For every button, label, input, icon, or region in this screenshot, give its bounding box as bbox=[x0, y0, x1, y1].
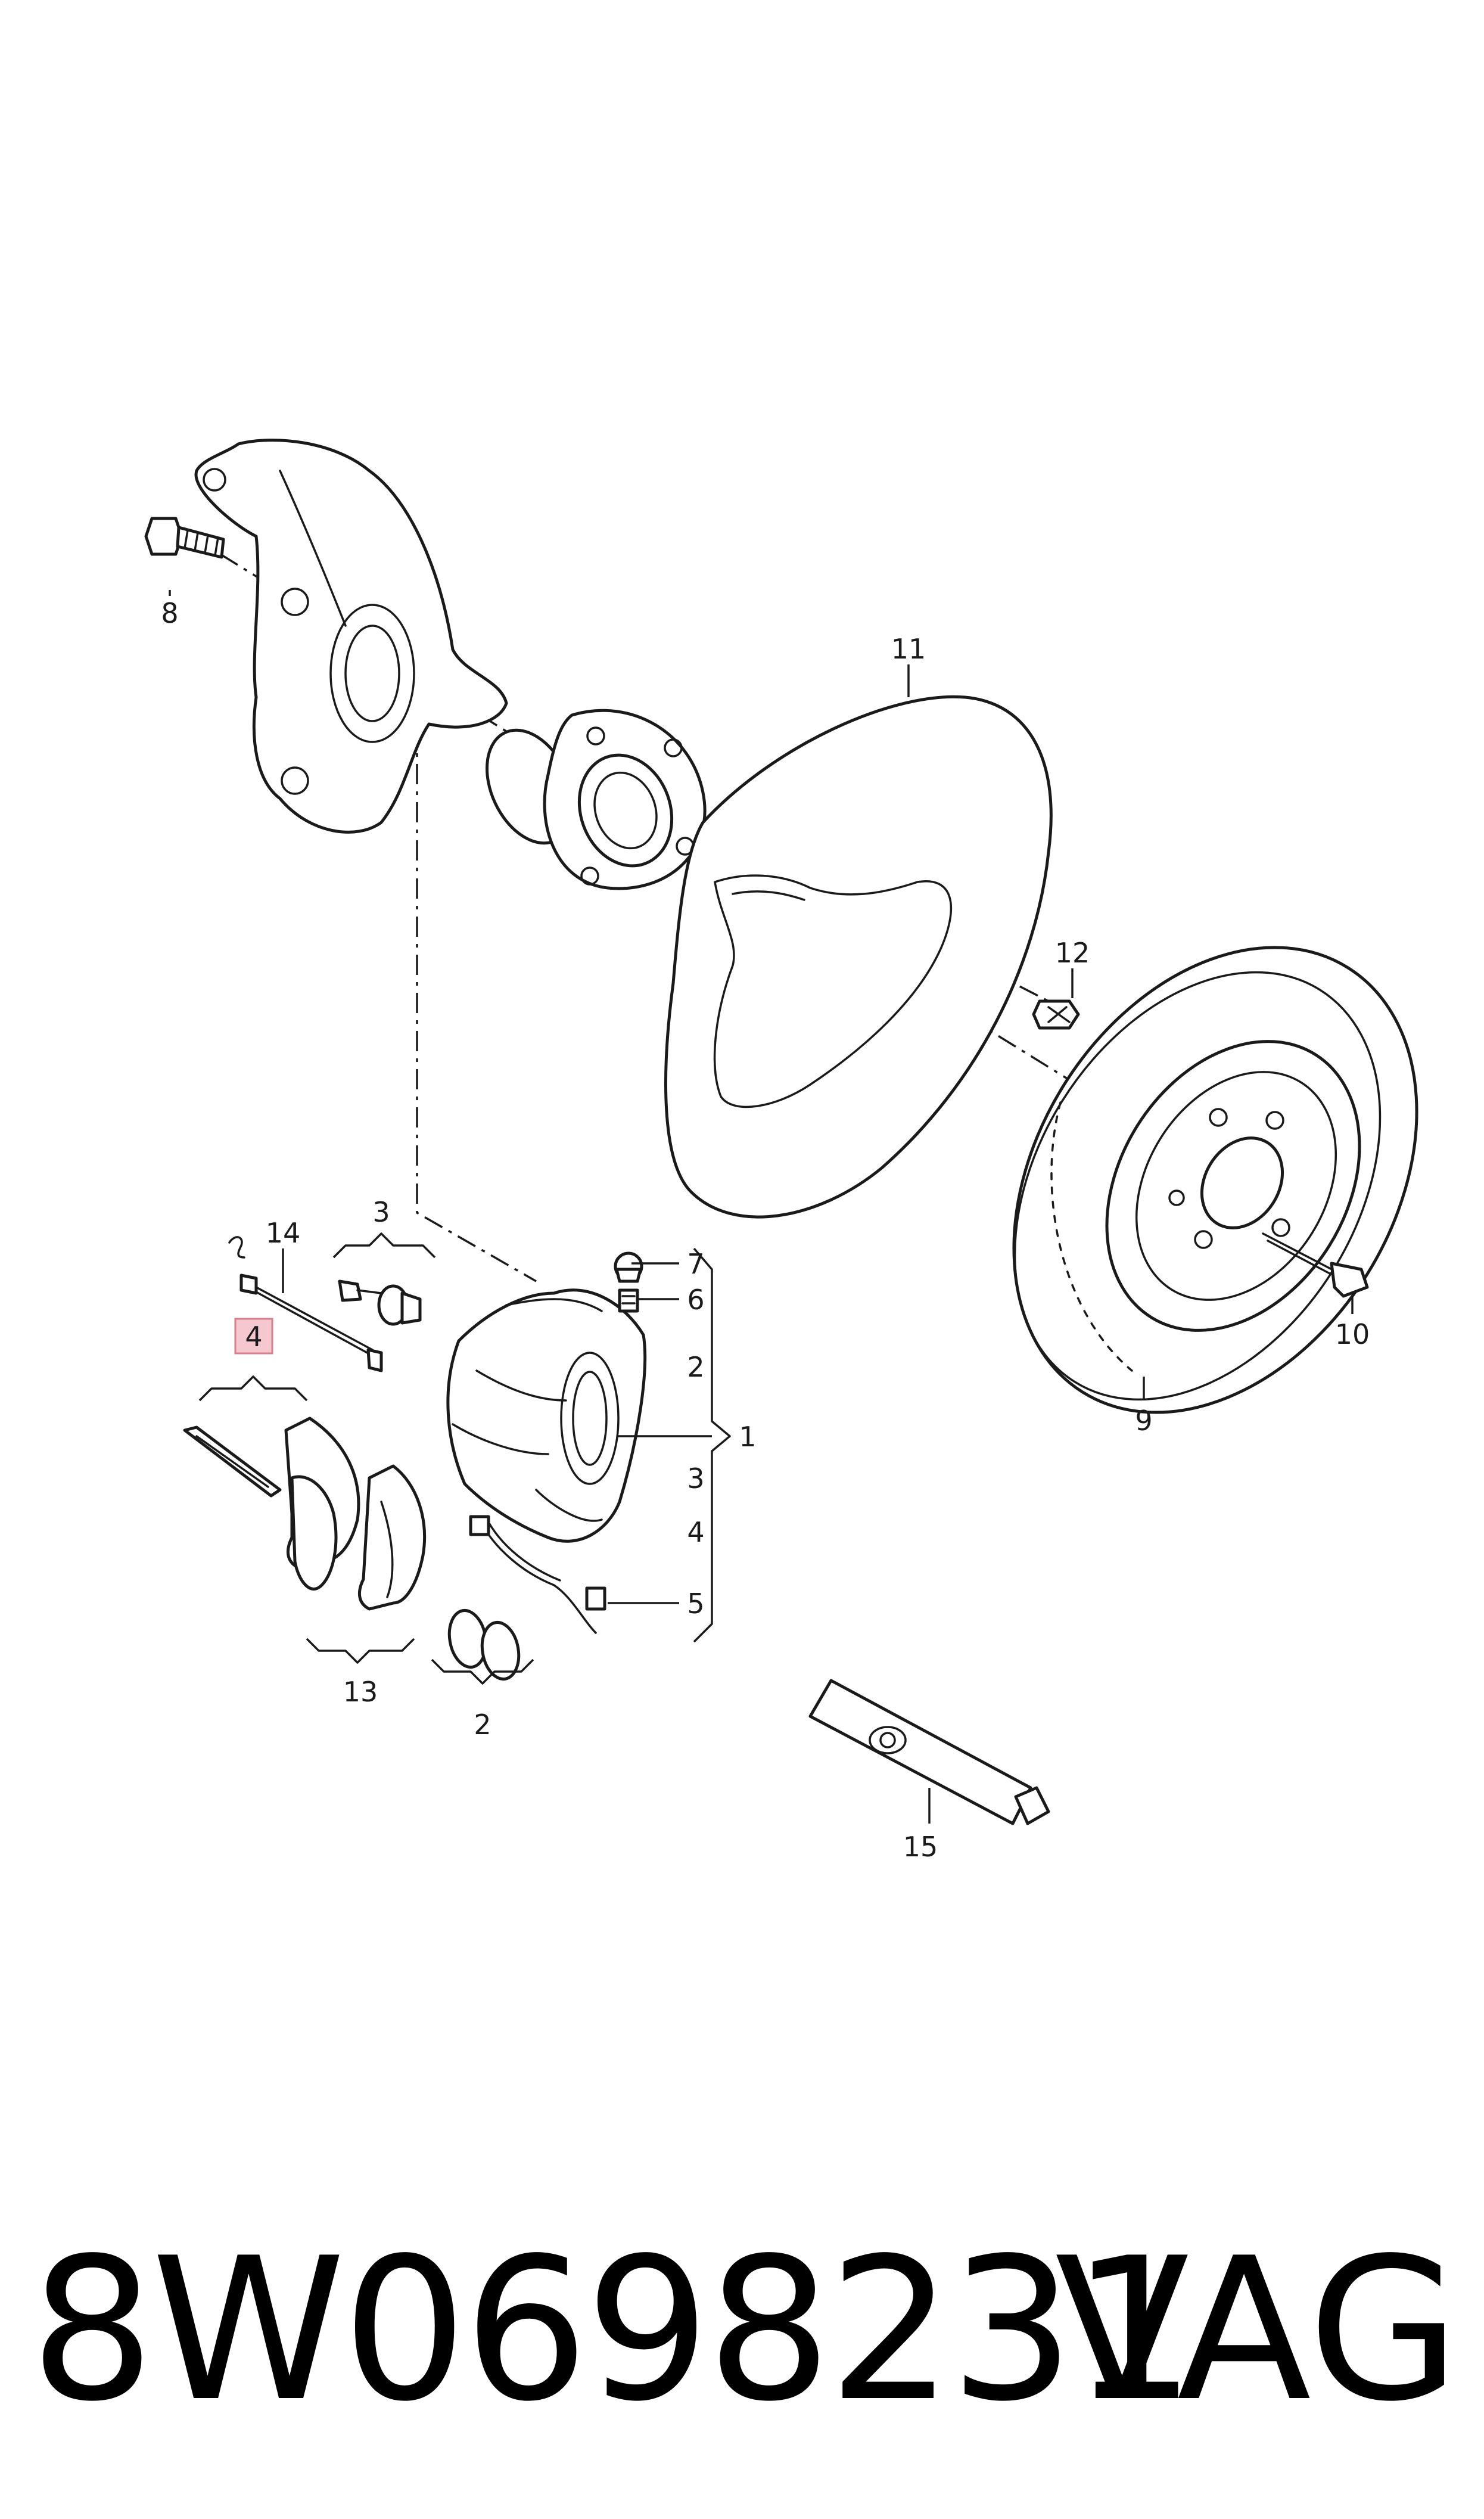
part-number: 8W0698231 bbox=[30, 2216, 1196, 2445]
brake-disc-9 bbox=[1012, 946, 1418, 1414]
screw-10 bbox=[1262, 1232, 1369, 1298]
highlight-box-4 bbox=[234, 1318, 273, 1355]
label-13: 13 bbox=[343, 1676, 378, 1708]
brake-hose bbox=[469, 1515, 606, 1634]
wheel-hub bbox=[485, 709, 707, 890]
steering-knuckle bbox=[194, 439, 508, 834]
footer: 8W0698231 VAG bbox=[0, 2205, 1484, 2455]
label-2-right: 2 bbox=[687, 1351, 704, 1383]
seal-rings-2 bbox=[447, 1608, 521, 1681]
label-10: 10 bbox=[1335, 1318, 1370, 1350]
label-4-highlighted: 4 bbox=[245, 1321, 262, 1353]
leader-lines bbox=[169, 590, 1354, 1824]
label-11: 11 bbox=[891, 633, 926, 665]
callout-labels: 8 11 12 10 9 3 14 7 6 2 1 3 4 5 4 13 2 1… bbox=[161, 597, 1370, 1863]
label-12: 12 bbox=[1055, 937, 1090, 969]
label-6: 6 bbox=[687, 1284, 704, 1316]
label-14: 14 bbox=[266, 1217, 301, 1249]
guide-bolt-3 bbox=[338, 1279, 422, 1326]
screw-12 bbox=[1032, 999, 1080, 1030]
label-5: 5 bbox=[687, 1588, 704, 1620]
label-7: 7 bbox=[687, 1248, 704, 1280]
label-15: 15 bbox=[903, 1831, 938, 1863]
label-8: 8 bbox=[161, 597, 178, 629]
grease-tube-15 bbox=[808, 1679, 1050, 1825]
bolt-8 bbox=[144, 517, 225, 559]
brand-name: VAG bbox=[1054, 2216, 1460, 2445]
brake-pad-set-13 bbox=[183, 1417, 426, 1611]
label-2-bottom: 2 bbox=[474, 1709, 491, 1741]
wear-sensor-14 bbox=[228, 1236, 383, 1372]
label-4-right: 4 bbox=[687, 1516, 704, 1548]
callout-brackets bbox=[198, 1232, 731, 1685]
bleeder-valve-6-7 bbox=[614, 1251, 643, 1313]
label-3-top: 3 bbox=[372, 1196, 390, 1228]
label-9: 9 bbox=[1135, 1405, 1152, 1437]
splash-shield-11 bbox=[664, 695, 1053, 1219]
label-1: 1 bbox=[739, 1421, 756, 1453]
label-3-right: 3 bbox=[687, 1462, 704, 1495]
brake-caliper-1 bbox=[446, 1288, 647, 1543]
